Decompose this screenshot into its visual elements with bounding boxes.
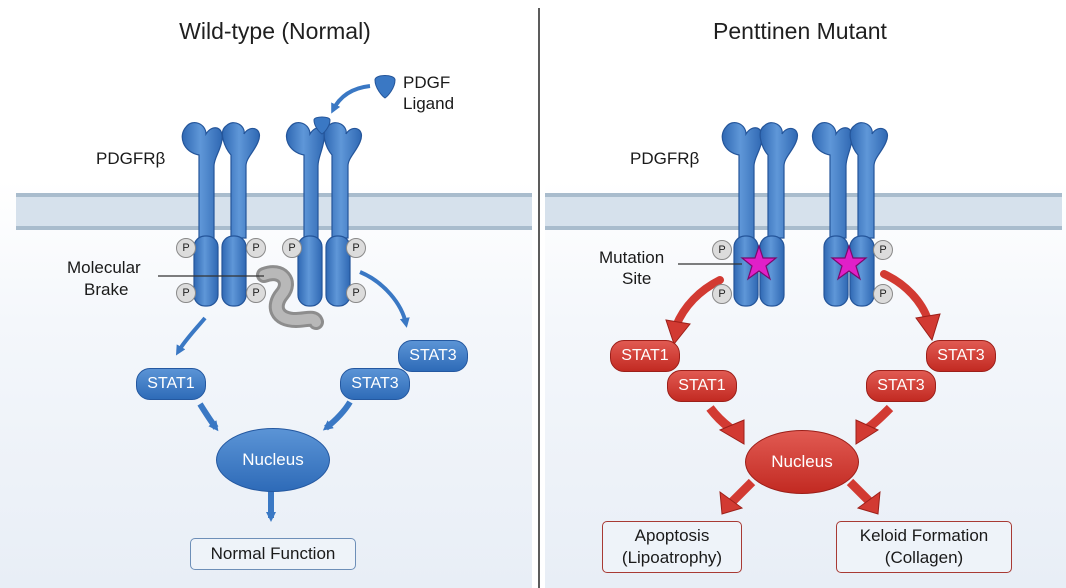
mutation-label-line1: Mutation [599, 248, 665, 267]
ligand-label-line2: Ligand [403, 94, 455, 113]
right-receptor-1 [721, 122, 798, 307]
brake-label-line1: Molecular [67, 258, 141, 277]
apoptosis-box: Apoptosis (Lipoatrophy) [602, 521, 742, 573]
pdgf-ligand-icon [374, 75, 396, 99]
phospho-badge: P [246, 283, 266, 303]
left-receptor-label: PDGFRβ [96, 149, 166, 168]
left-receptor-1 [181, 122, 260, 307]
right-panel-title: Penttinen Mutant [713, 18, 887, 44]
phospho-badge: P [873, 284, 893, 304]
keloid-line2: (Collagen) [884, 548, 964, 567]
stat3-node: STAT3 [926, 340, 996, 372]
left-receptor-2 [285, 122, 362, 307]
phospho-badge: P [346, 283, 366, 303]
phospho-badge: P [873, 240, 893, 260]
bound-ligand-icon [313, 116, 331, 135]
phospho-badge: P [246, 238, 266, 258]
ligand-binding-arrow [331, 84, 371, 114]
stat1-node: STAT1 [667, 370, 737, 402]
right-receptor-label: PDGFRβ [630, 149, 700, 168]
arrow-receptor-to-stat3 [880, 270, 932, 324]
stat3-node: STAT3 [866, 370, 936, 402]
ligand-label-line1: PDGF [403, 73, 451, 92]
mutation-star-icon [830, 244, 868, 281]
arrow-nucleus-to-apoptosis [728, 478, 756, 506]
stat3-node: STAT3 [398, 340, 468, 372]
left-membrane [16, 193, 532, 230]
right-background [545, 180, 1066, 588]
arrow-receptor-to-stat1 [175, 316, 207, 356]
right-receptor-2 [811, 122, 888, 307]
phospho-badge: P [176, 283, 196, 303]
right-membrane [545, 193, 1062, 230]
left-panel-title: Wild-type (Normal) [179, 18, 371, 44]
stat3-node: STAT3 [340, 368, 410, 400]
phospho-badge: P [282, 238, 302, 258]
arrow-receptor-to-stat3 [359, 270, 410, 328]
arrow-stat1-to-nucleus [197, 402, 219, 432]
phospho-badge: P [712, 284, 732, 304]
nucleus: Nucleus [216, 428, 330, 492]
brake-label-line2: Brake [84, 280, 129, 299]
phospho-badge: P [712, 240, 732, 260]
phospho-badge: P [346, 238, 366, 258]
normal-function-box: Normal Function [190, 538, 356, 570]
apoptosis-line1: Apoptosis [634, 526, 710, 545]
nucleus: Nucleus [745, 430, 859, 494]
mutation-label-line2: Site [622, 269, 652, 288]
mutation-star-icon [740, 244, 778, 281]
stat1-node: STAT1 [136, 368, 206, 400]
apoptosis-line2: (Lipoatrophy) [621, 548, 723, 567]
phospho-badge: P [176, 238, 196, 258]
keloid-line1: Keloid Formation [859, 526, 989, 545]
keloid-box: Keloid Formation (Collagen) [836, 521, 1012, 573]
arrow-stat3-to-nucleus [322, 400, 353, 431]
stat1-node: STAT1 [610, 340, 680, 372]
left-background [0, 180, 532, 588]
arrow-receptor-to-stat1 [672, 276, 724, 330]
